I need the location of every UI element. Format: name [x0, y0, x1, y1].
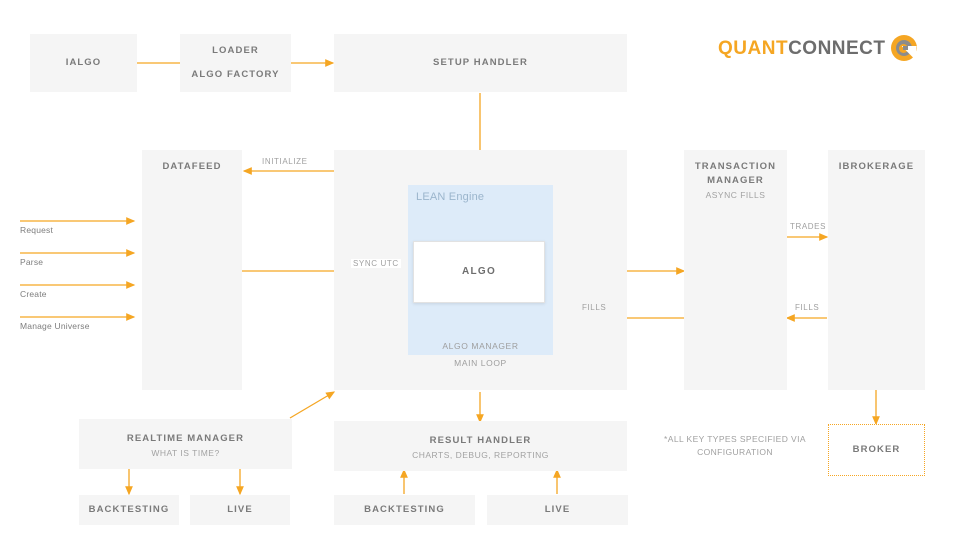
- algo-manager-label: ALGO MANAGER: [442, 341, 519, 351]
- node-loader[interactable]: LOADER ALGO FACTORY: [180, 34, 291, 92]
- node-realtime-live-title: LIVE: [227, 504, 253, 515]
- node-result-live-title: LIVE: [544, 504, 571, 515]
- node-algo-title: ALGO: [461, 266, 497, 277]
- node-datafeed-title: DATAFEED: [162, 161, 222, 172]
- node-algo[interactable]: ALGO: [413, 241, 545, 303]
- edge-label-initialize: INITIALIZE: [262, 157, 308, 166]
- lean-engine-label: LEAN Engine: [416, 191, 485, 203]
- node-realtime-manager-title: REALTIME MANAGER: [126, 433, 245, 444]
- node-realtime-manager-subtitle: WHAT IS TIME?: [151, 448, 220, 458]
- node-ialgo[interactable]: IALGO: [30, 34, 137, 92]
- node-ibrokerage-title: IBROKERAGE: [838, 161, 915, 172]
- node-ibrokerage[interactable]: IBROKERAGE: [828, 150, 925, 390]
- node-transaction-manager-title: TRANSACTION MANAGER: [694, 161, 777, 186]
- datafeed-input-label-create: Create: [20, 289, 47, 299]
- datafeed-input-label-parse: Parse: [20, 257, 44, 267]
- edge-label-fills-inner: FILLS: [582, 303, 607, 312]
- logo-text-connect: CONNECT: [788, 37, 886, 59]
- node-result-live[interactable]: LIVE: [487, 495, 628, 525]
- quantconnect-logo: QUANT CONNECT: [718, 35, 917, 61]
- node-result-handler[interactable]: RESULT HANDLER CHARTS, DEBUG, REPORTING: [334, 421, 627, 471]
- node-result-handler-subtitle: CHARTS, DEBUG, REPORTING: [412, 450, 549, 460]
- edge-label-sync-utc: SYNC UTC: [351, 259, 401, 268]
- node-realtime-backtesting-title: BACKTESTING: [88, 504, 170, 515]
- node-loader-title: LOADER: [212, 45, 259, 56]
- datafeed-input-label-request: Request: [20, 225, 54, 235]
- node-result-backtesting[interactable]: BACKTESTING: [334, 495, 475, 525]
- node-setup-handler[interactable]: SETUP HANDLER: [334, 34, 627, 92]
- node-algo-factory-title: ALGO FACTORY: [191, 69, 280, 80]
- node-realtime-live[interactable]: LIVE: [190, 495, 290, 525]
- node-datafeed[interactable]: DATAFEED: [142, 150, 242, 390]
- node-result-handler-title: RESULT HANDLER: [429, 435, 532, 446]
- arrow-realtime-to-engine: [289, 391, 336, 419]
- node-ialgo-title: IALGO: [65, 57, 102, 68]
- node-transaction-manager-subtitle: ASYNC FILLS: [705, 190, 766, 200]
- node-realtime-manager[interactable]: REALTIME MANAGER WHAT IS TIME?: [79, 419, 292, 469]
- main-loop-label: MAIN LOOP: [454, 358, 507, 368]
- node-setup-handler-title: SETUP HANDLER: [433, 57, 528, 68]
- logo-text-quant: QUANT: [718, 37, 789, 59]
- edge-label-fills-outer: FILLS: [795, 303, 820, 312]
- datafeed-input-label-manage-universe: Manage Universe: [20, 321, 90, 331]
- node-broker[interactable]: BROKER: [828, 424, 925, 476]
- node-transaction-manager[interactable]: TRANSACTION MANAGER ASYNC FILLS: [684, 150, 787, 390]
- quantconnect-mark-icon: [890, 35, 917, 61]
- node-result-backtesting-title: BACKTESTING: [364, 504, 445, 515]
- configuration-footnote: *ALL KEY TYPES SPECIFIED VIA CONFIGURATI…: [664, 434, 806, 457]
- node-broker-title: BROKER: [852, 444, 901, 455]
- node-realtime-backtesting[interactable]: BACKTESTING: [79, 495, 179, 525]
- edge-label-trades: TRADES: [790, 222, 827, 231]
